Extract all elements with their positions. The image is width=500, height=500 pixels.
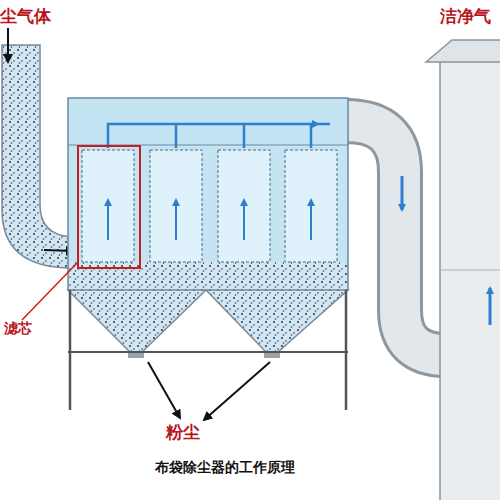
- clean-air-path: [108, 124, 318, 148]
- flow-arrow: [175, 200, 177, 240]
- filter-bag: [150, 150, 202, 262]
- flow-arrow: [401, 176, 404, 210]
- hopper: [68, 290, 206, 352]
- housing: [68, 98, 348, 290]
- chimney-stack: [440, 60, 500, 500]
- clean-air-path: [243, 124, 246, 148]
- frame-beam: [68, 351, 348, 353]
- clean-air-path: [175, 124, 178, 148]
- inlet-pipe: [2, 45, 72, 268]
- inlet-arrow: [7, 28, 9, 62]
- filter-bag: [82, 150, 134, 262]
- pointer-arrow: [204, 362, 270, 420]
- hopper: [206, 290, 348, 352]
- flow-arrow: [243, 200, 245, 240]
- pointer-arrow: [148, 362, 180, 418]
- outlet-duct-edge: [346, 121, 446, 355]
- outlet-duct: [346, 121, 446, 355]
- filter-bag: [285, 150, 337, 262]
- stack-seam: [440, 270, 500, 271]
- dust-layer: [69, 262, 347, 290]
- inlet-label: 尘气体: [0, 6, 51, 26]
- filter-bag: [218, 150, 270, 262]
- caption: 布袋除尘器的工作原理: [100, 459, 350, 476]
- stack-cap: [426, 40, 500, 62]
- flow-arrow: [310, 200, 312, 240]
- dust-label: 粉尘: [166, 422, 200, 442]
- outlet-label: 洁净气: [440, 6, 491, 26]
- filter-label: 滤芯: [4, 320, 32, 337]
- frame-leg: [345, 290, 348, 410]
- frame-leg: [69, 290, 72, 410]
- clean-air-path: [310, 124, 313, 148]
- highlight-box: [78, 146, 140, 268]
- flow-arrow: [489, 288, 492, 325]
- flow-arrow: [107, 200, 109, 240]
- clean-air-path: [318, 123, 330, 126]
- filter-bags: [82, 150, 337, 262]
